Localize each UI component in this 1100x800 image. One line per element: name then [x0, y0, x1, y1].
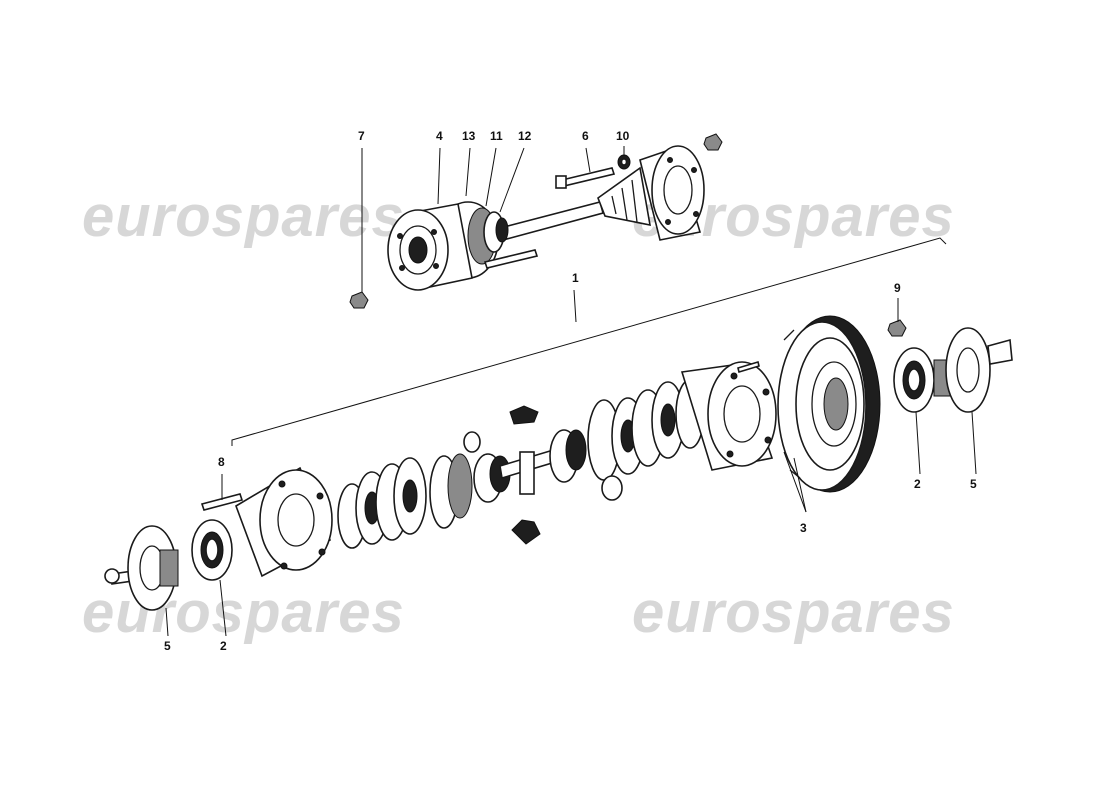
- callout-9: 9: [894, 281, 901, 295]
- callout-10: 10: [616, 129, 630, 143]
- watermark-top-left: eurospares: [82, 184, 405, 249]
- callout-2-left: 2: [220, 639, 227, 653]
- watermark-bottom-left: eurospares: [82, 580, 405, 645]
- callout-1: 1: [572, 271, 579, 285]
- watermark-bottom-right: eurospares: [632, 580, 955, 645]
- callout-2-right: 2: [914, 477, 921, 491]
- callout-6: 6: [582, 129, 589, 143]
- leader-1: [573, 289, 577, 323]
- assembly-bracket: [231, 237, 947, 446]
- callout-11: 11: [490, 129, 503, 143]
- callout-3: 3: [800, 521, 807, 535]
- callout-4: 4: [436, 129, 443, 143]
- callout-7: 7: [358, 129, 365, 143]
- callout-13: 13: [462, 129, 476, 143]
- callout-12: 12: [518, 129, 532, 143]
- differential-assembly: [104, 315, 1013, 611]
- callout-5-right: 5: [970, 477, 977, 491]
- leader-lines: [165, 146, 977, 637]
- drive-shaft-assembly: [349, 133, 723, 309]
- callout-5-left: 5: [164, 639, 171, 653]
- callout-8: 8: [218, 455, 225, 469]
